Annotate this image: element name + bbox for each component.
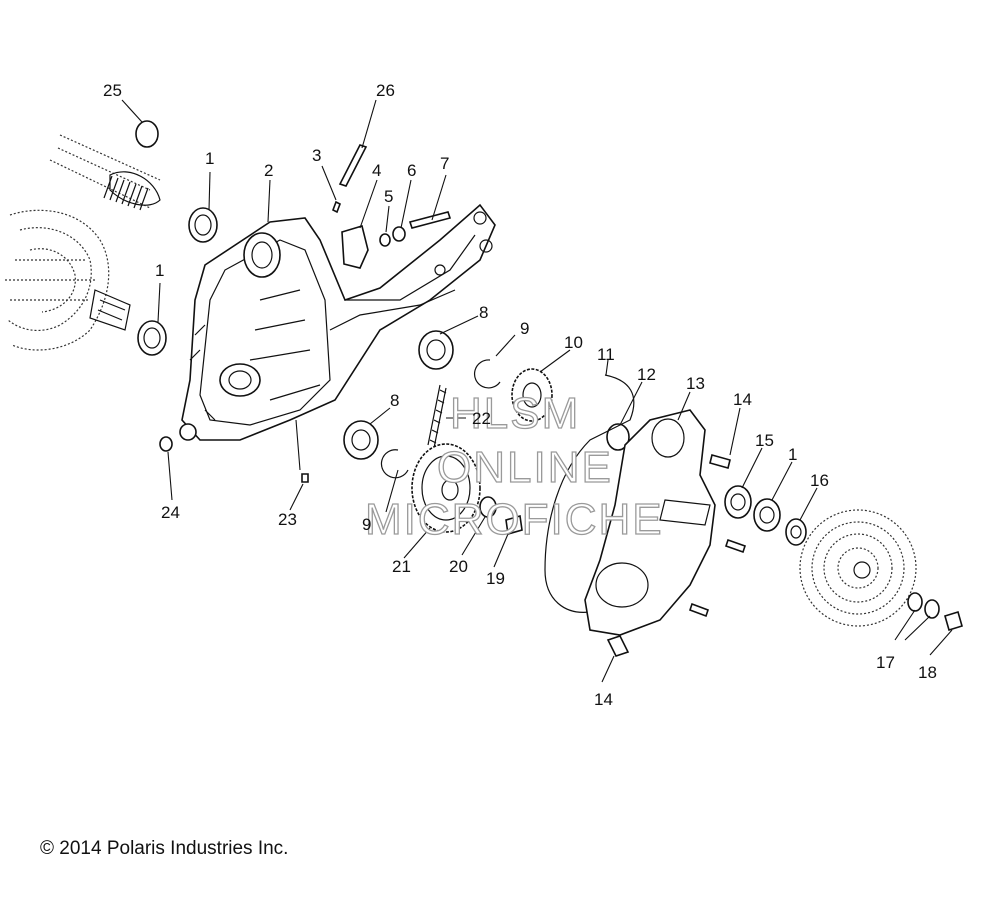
callout-21: 21 xyxy=(392,557,411,576)
washer-17a xyxy=(907,592,923,612)
snap-ring-9a xyxy=(474,359,501,389)
callout-18: 18 xyxy=(918,663,937,682)
washer-6 xyxy=(392,226,406,242)
callout-23: 23 xyxy=(278,510,297,529)
callout-16: 16 xyxy=(810,471,829,490)
watermark-line-2: ONLINE xyxy=(437,443,613,492)
cover-seal-11 xyxy=(544,374,635,613)
washer-20 xyxy=(479,496,497,518)
bolt-7 xyxy=(408,211,452,229)
callout-2: 2 xyxy=(264,161,273,180)
callout-14: 14 xyxy=(733,390,752,409)
callout-26: 26 xyxy=(376,81,395,100)
o-ring-25 xyxy=(135,120,159,148)
callout-11: 11 xyxy=(597,345,615,364)
pin-26 xyxy=(338,144,368,187)
callout-labels: 25 26 1 3 7 2 4 6 5 1 8 9 10 11 12 13 14… xyxy=(103,81,937,709)
spring-22 xyxy=(427,384,447,449)
snap-ring-9b xyxy=(380,449,409,479)
callout-14: 14 xyxy=(594,690,613,709)
plug-24 xyxy=(159,436,173,452)
callout-20: 20 xyxy=(449,557,468,576)
bearing-8a xyxy=(418,330,454,370)
callout-5: 5 xyxy=(384,187,393,206)
bolt-14a xyxy=(709,454,731,469)
callout-1: 1 xyxy=(205,149,214,168)
bushing-12 xyxy=(606,423,630,451)
callout-17: 17 xyxy=(876,653,895,672)
bolt-18 xyxy=(944,610,963,632)
leader-lines xyxy=(121,99,953,683)
plug-23 xyxy=(301,473,309,483)
bearing-8b xyxy=(343,420,379,460)
callout-19: 19 xyxy=(486,569,505,588)
callout-6: 6 xyxy=(407,161,416,180)
bolt-14c xyxy=(724,538,747,554)
callout-22: 22 xyxy=(472,409,491,428)
watermark-line-3: MICROFICHE xyxy=(365,495,664,544)
pin-3 xyxy=(331,200,342,214)
bolt-14b xyxy=(606,635,630,657)
seal-1c xyxy=(753,498,781,532)
callout-4: 4 xyxy=(372,161,381,180)
transmission-housing-dotted xyxy=(5,209,131,351)
seal-1a xyxy=(188,207,218,243)
callout-10: 10 xyxy=(564,333,583,352)
callout-1: 1 xyxy=(155,261,164,280)
callout-7: 7 xyxy=(440,154,449,173)
sprocket-10 xyxy=(511,368,553,422)
bolt-19 xyxy=(505,514,523,536)
chaincase-housing xyxy=(179,203,496,441)
callout-15: 15 xyxy=(755,431,774,450)
bearing-15 xyxy=(724,485,752,519)
callout-1: 1 xyxy=(788,445,797,464)
driven-clutch-dotted xyxy=(799,509,917,627)
callout-24: 24 xyxy=(161,503,180,522)
spacer-16 xyxy=(785,518,807,546)
seal-1b xyxy=(137,320,167,356)
sprocket-21 xyxy=(411,443,481,533)
callout-9: 9 xyxy=(362,515,371,534)
washer-5 xyxy=(379,233,391,247)
callout-12: 12 xyxy=(637,365,656,384)
watermark-line-1: HLSM xyxy=(450,389,580,438)
callout-13: 13 xyxy=(686,374,705,393)
chaincase-cover-13 xyxy=(584,409,716,636)
callout-9: 9 xyxy=(520,319,529,338)
engine-shaft-dotted xyxy=(49,134,161,211)
callout-3: 3 xyxy=(312,146,321,165)
copyright-notice: © 2014 Polaris Industries Inc. xyxy=(40,838,289,859)
callout-25: 25 xyxy=(103,81,122,100)
callout-8: 8 xyxy=(479,303,488,322)
callout-8: 8 xyxy=(390,391,399,410)
bolt-14d xyxy=(688,602,710,618)
washer-17b xyxy=(924,599,940,619)
watermark: HLSM ONLINE MICROFICHE xyxy=(364,388,664,544)
tensioner-shoe-4 xyxy=(341,224,369,269)
